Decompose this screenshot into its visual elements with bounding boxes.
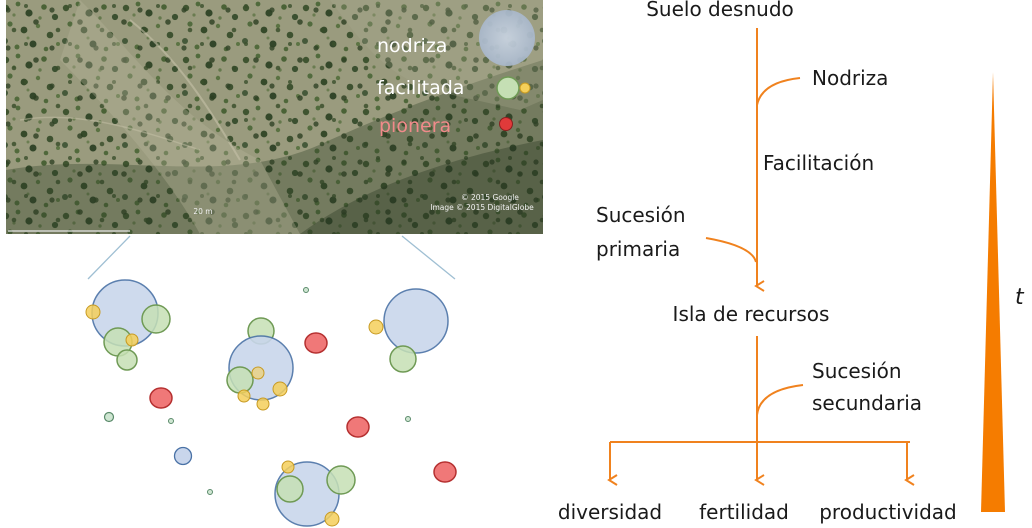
zoom-line-right (401, 235, 456, 280)
flow-branch-nurse (756, 77, 801, 106)
facilitated-plant (276, 475, 304, 503)
seedling (168, 418, 174, 424)
facilitated-plant-small (125, 333, 139, 347)
facilitated-plant (226, 366, 254, 394)
label-primary-line1: Sucesión (596, 203, 686, 227)
seedling (207, 489, 213, 495)
flow-diagram (607, 28, 915, 486)
node-bare-soil: Suelo desnudo (646, 0, 794, 21)
label-facilitation: Facilitación (763, 151, 874, 175)
map-scale-label: 20 m (193, 207, 212, 216)
facilitated-plant-small (237, 389, 251, 403)
legend-nurse-swatch (479, 10, 535, 66)
facilitated-plant-small (256, 397, 270, 411)
time-wedge (981, 72, 1005, 512)
label-secondary-line2: secundaria (812, 391, 922, 415)
pioneer-plant (346, 416, 370, 438)
pioneer-plant (433, 461, 457, 483)
seedling (303, 287, 309, 293)
flow-branch-secondary (756, 384, 804, 416)
label-nurse: Nodriza (812, 66, 888, 90)
facilitated-plant-small (368, 319, 384, 335)
map-attribution: © 2015 Google (461, 193, 519, 202)
seedling (103, 411, 115, 423)
facilitated-plant-small (251, 366, 265, 380)
flow-labels: Suelo desnudo Nodriza Facilitación Suces… (558, 0, 957, 524)
outcome-diversity: diversidad (558, 500, 662, 524)
aerial-photo (6, 0, 543, 234)
bubble-schematic (85, 279, 457, 527)
facilitated-plant (116, 349, 138, 371)
seedling-nurse (173, 446, 193, 466)
facilitated-plant-small (272, 381, 288, 397)
node-resource-island: Isla de recursos (673, 302, 830, 326)
facilitated-plant-small (85, 304, 101, 320)
label-secondary-line1: Sucesión (812, 359, 902, 383)
legend-pioneer-label: pionera (379, 115, 451, 137)
facilitated-plant (141, 304, 171, 334)
legend-facilitated-label: facilitada (377, 77, 464, 99)
nurse-plant (383, 288, 449, 354)
legend-facilitated-swatch (496, 76, 520, 100)
facilitated-plant (326, 465, 356, 495)
pioneer-plant (304, 332, 328, 354)
time-label: t (1015, 285, 1025, 310)
legend: nodriza facilitada pionera (377, 10, 535, 137)
outcome-productivity: productividad (819, 500, 957, 524)
seedling (405, 416, 411, 422)
map-attribution-2: Image © 2015 DigitalGlobe (430, 203, 534, 212)
pioneer-plant (149, 387, 173, 409)
facilitated-plant-small (281, 460, 295, 474)
label-primary-line2: primaria (596, 237, 680, 261)
flow-branch-primary (705, 237, 757, 263)
facilitated-plant (389, 345, 417, 373)
legend-pioneer-swatch (499, 117, 513, 131)
outcome-fertility: fertilidad (699, 500, 789, 524)
legend-facilitated-swatch-small (519, 82, 531, 94)
facilitated-plant-small (324, 511, 340, 527)
legend-nurse-label: nodriza (377, 35, 447, 57)
zoom-line-left (87, 235, 131, 280)
